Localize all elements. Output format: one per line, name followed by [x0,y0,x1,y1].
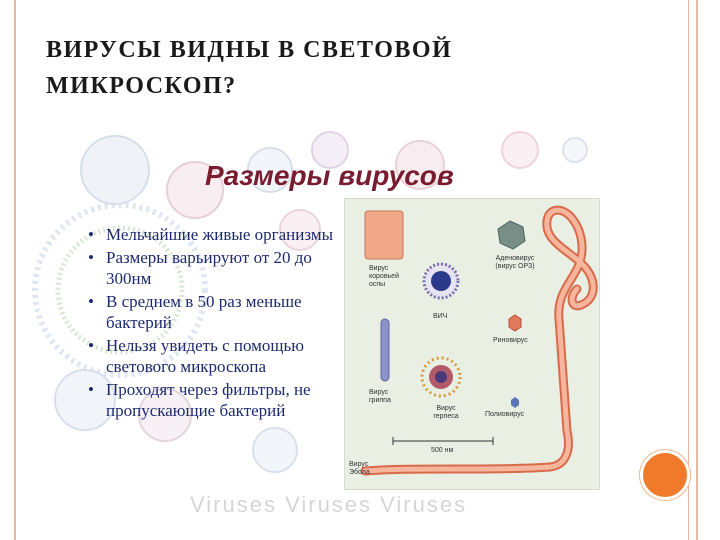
slide-title-line-1: ВИРУСЫ ВИДНЫ В СВЕТОВОЙ [46,37,453,63]
frame-line-right-inner [688,0,689,540]
label-herpes: Вирус герпеса [433,405,459,420]
label-adenovirus: Аденовирус (вирус ОРЗ) [495,255,535,270]
bullet-dot: • [88,380,94,399]
adenovirus-shape [497,220,526,250]
bullet-text: Нельзя увидеть с помощью светового микро… [106,336,304,376]
slide-title: ВИРУСЫ ВИДНЫ В СВЕТОВОЙ МИКРОСКОП? [46,32,606,104]
frame-line-left [14,0,16,540]
label-influenza: Вирус гриппа [369,389,391,404]
bullet-text: Размеры варьируют от 20 до 300нм [106,248,312,288]
bullet-dot: • [88,292,94,311]
slide-title-line-2: МИКРОСКОП? [46,73,237,99]
herpes-virus-shape [420,356,462,398]
influenza-virus-shape [380,318,390,382]
bullet-dot: • [88,225,94,244]
bullet-dot: • [88,248,94,267]
label-poliovirus: Полиовирус [485,411,525,418]
bullet-list: • Мельчайшие живые организмы • Размеры вар… [86,224,346,423]
poliovirus-shape [511,397,519,408]
bullet-dot: • [88,336,94,355]
smallpox-virus-shape [364,210,404,260]
bullet-text: Мельчайшие живые организмы [106,225,334,244]
hiv-virus-shape [422,262,460,300]
bullet-item: • Размеры варьируют от 20 до 300нм [86,247,346,289]
orange-accent-circle [640,450,690,500]
label-hiv: ВИЧ [433,313,448,320]
bullet-item: • В среднем в 50 раз меньше бактерий [86,291,346,333]
picture-heading: Размеры вирусов [205,160,454,191]
rhinovirus-shape [508,314,522,332]
virus-size-diagram: Вирус коровьей оспы Аденовирус (вирус ОР… [344,198,600,490]
bullet-text: В среднем в 50 раз меньше бактерий [106,292,302,332]
label-smallpox: Вирус коровьей оспы [369,265,399,288]
label-scale: 500 нм [431,447,454,454]
label-ebola: Вирус Эбола [349,461,370,476]
bullet-item: • Мельчайшие живые организмы [86,224,346,245]
bullet-item: • Нельзя увидеть с помощью светового микр… [86,335,346,377]
bullet-text: Проходят через фильтры, не пропускающие … [106,380,311,420]
picture-watermark: Viruses Viruses Viruses [190,492,468,517]
label-rhinovirus: Риновирус [493,337,528,344]
virus-size-drawing [360,205,598,476]
frame-line-right-outer [696,0,698,540]
bullet-item: • Проходят через фильтры, не пропускающие… [86,379,346,421]
